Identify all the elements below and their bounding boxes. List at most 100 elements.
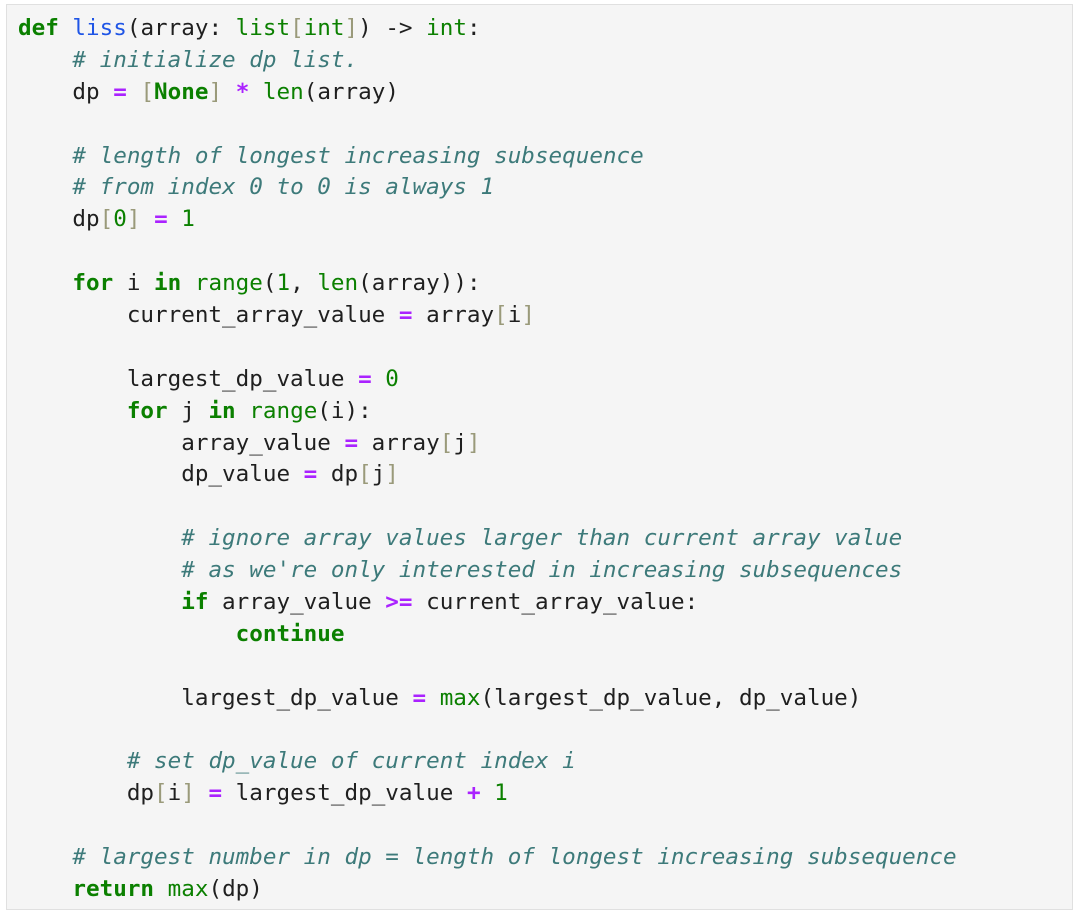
code-token	[18, 174, 72, 200]
code-token	[154, 876, 168, 902]
code-token: (array:	[126, 15, 236, 41]
code-token: =	[154, 206, 168, 233]
code-token	[481, 780, 495, 806]
code-token: =	[344, 429, 359, 456]
code-token: =	[303, 461, 318, 488]
code-line: for j in range(i):	[18, 396, 1072, 428]
code-token	[140, 206, 154, 232]
code-token	[18, 557, 181, 583]
code-token	[18, 398, 127, 424]
code-token: dp_value	[18, 461, 304, 488]
code-token	[59, 15, 73, 41]
code-token: # as we're only interested in increasing…	[181, 557, 903, 584]
code-token: ]	[521, 302, 535, 329]
code-token: in	[208, 397, 236, 424]
code-line: dp[i] = largest_dp_value + 1	[18, 778, 1072, 810]
code-line: for i in range(1, len(array)):	[18, 268, 1072, 300]
code-line: def liss(array: list[int]) -> int:	[18, 13, 1072, 45]
code-token: j	[453, 429, 467, 456]
code-token: # largest number in dp = length of longe…	[72, 844, 957, 871]
code-token: =	[412, 684, 427, 711]
code-line: dp_value = dp[j]	[18, 459, 1072, 491]
code-token: # set dp_value of current index i	[126, 748, 576, 775]
code-token: 0	[385, 365, 399, 392]
code-token	[181, 270, 195, 296]
code-token	[222, 79, 236, 105]
code-token	[249, 79, 263, 105]
code-cell[interactable]: def liss(array: list[int]) -> int: # ini…	[6, 4, 1073, 910]
code-line-empty	[18, 651, 1072, 683]
code-token: j	[167, 397, 209, 424]
code-token: [	[494, 302, 508, 329]
code-token: (array)):	[358, 270, 481, 297]
code-token: int	[426, 15, 467, 41]
code-line: # set dp_value of current index i	[18, 746, 1072, 778]
code-token	[18, 748, 127, 774]
code-token: max	[439, 684, 481, 711]
code-token: list	[235, 15, 291, 41]
code-token: (i):	[317, 397, 372, 424]
code-token: dp	[317, 461, 359, 488]
code-token: current_array_value:	[412, 589, 699, 616]
code-token: array	[358, 429, 440, 456]
code-token: largest_dp_value	[18, 365, 359, 392]
code-token: =	[358, 365, 372, 392]
code-token: ]	[344, 15, 359, 41]
code-token: =	[398, 302, 413, 329]
code-token: 1	[276, 270, 291, 297]
code-token: [	[140, 78, 155, 105]
code-token: (dp)	[208, 876, 263, 903]
code-line: # from index 0 to 0 is always 1	[18, 172, 1072, 204]
code-token: j	[371, 461, 386, 488]
code-token: [	[358, 461, 372, 488]
code-token: for	[72, 270, 114, 297]
code-token	[18, 143, 72, 169]
code-token: ) ->	[358, 15, 427, 41]
code-token: =	[113, 78, 127, 105]
code-token: i	[167, 780, 182, 807]
code-line: # ignore array values larger than curren…	[18, 523, 1072, 555]
code-token	[18, 589, 181, 615]
code-token	[168, 206, 182, 232]
code-token: (array)	[303, 78, 399, 105]
code-line-empty	[18, 491, 1072, 523]
code-token: dp	[18, 780, 155, 807]
code-token: ]	[385, 461, 399, 488]
code-token: return	[72, 876, 155, 903]
code-line: dp[0] = 1	[18, 204, 1072, 236]
code-token	[195, 780, 209, 806]
code-token: (	[262, 270, 277, 297]
code-token: ,	[290, 270, 318, 297]
code-token	[18, 47, 72, 73]
code-token: len	[317, 270, 359, 297]
code-line: array_value = array[j]	[18, 428, 1072, 460]
code-token: for	[126, 397, 168, 424]
code-line: dp = [None] * len(array)	[18, 77, 1072, 109]
code-token: [	[290, 15, 304, 41]
code-token	[18, 844, 72, 870]
code-token: >=	[385, 589, 413, 616]
code-token: # initialize dp list.	[72, 46, 359, 73]
code-token: 1	[181, 206, 195, 233]
code-token	[236, 398, 250, 424]
code-token: [	[99, 206, 114, 233]
code-token: i	[113, 270, 155, 297]
code-token	[18, 270, 72, 296]
code-token: (largest_dp_value, dp_value)	[480, 684, 862, 711]
code-line: if array_value >= current_array_value:	[18, 587, 1072, 619]
code-token: # ignore array values larger than curren…	[181, 525, 903, 552]
code-body: def liss(array: list[int]) -> int: # ini…	[18, 13, 1072, 906]
code-token: array_value	[208, 589, 386, 616]
code-token: int	[303, 15, 345, 41]
code-token: ]	[181, 780, 195, 807]
code-token: :	[466, 15, 481, 41]
code-token: i	[507, 302, 522, 329]
code-line-empty	[18, 332, 1072, 364]
code-token: len	[262, 78, 304, 105]
code-token: dp	[18, 206, 100, 233]
code-token: continue	[235, 620, 345, 647]
code-token: +	[466, 780, 481, 807]
code-token: array	[412, 302, 495, 329]
code-line: # initialize dp list.	[18, 45, 1072, 77]
code-token	[18, 876, 72, 902]
